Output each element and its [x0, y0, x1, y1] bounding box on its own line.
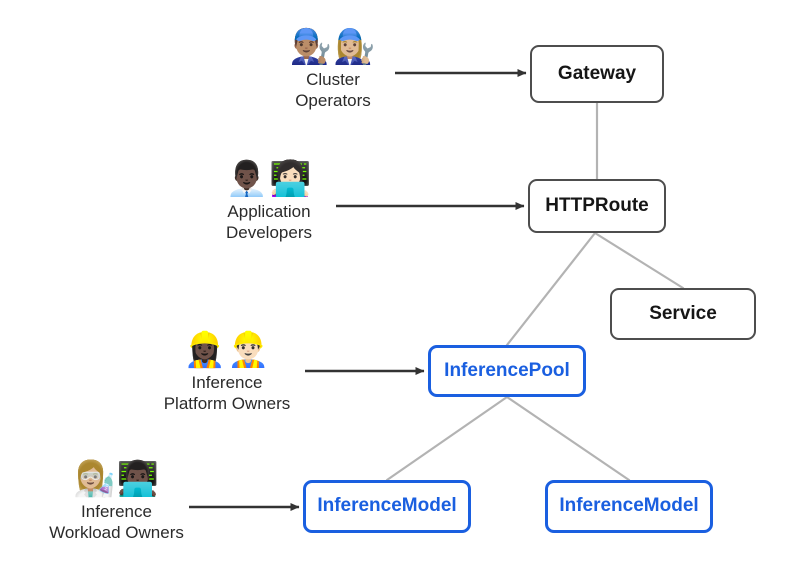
persona-label-line-1: Inference	[81, 501, 152, 521]
node-service-label: Service	[649, 302, 717, 324]
node-inferencemodel-right[interactable]: InferenceModel	[545, 480, 713, 533]
connector-inferencepool-inferencemodel-2	[505, 395, 631, 482]
persona-label-line-2: Operators	[295, 91, 371, 111]
node-httproute-label: HTTPRoute	[545, 194, 649, 216]
node-inferencemodel-right-label: InferenceModel	[559, 495, 699, 517]
scientist-technologist-pair-icon: 👩🏼‍🔬👨🏿‍💻	[73, 460, 160, 498]
persona-cluster-operators: 👨🏽‍🔧👩🏼‍🔧 Cluster Operators	[268, 28, 398, 113]
persona-label-line-1: Cluster	[306, 69, 360, 89]
persona-inference-workload-owners-label: Inference Workload Owners	[49, 501, 184, 545]
node-service[interactable]: Service	[610, 288, 756, 340]
persona-cluster-operators-label: Cluster Operators	[295, 69, 371, 113]
node-gateway[interactable]: Gateway	[530, 45, 664, 103]
node-inferencepool-label: InferencePool	[444, 359, 570, 381]
persona-label-line-2: Platform Owners	[163, 394, 291, 414]
persona-inference-platform-owners: 👷🏿‍♀️👷🏻‍♂️ Inference Platform Owners	[152, 331, 302, 416]
node-gateway-label: Gateway	[557, 62, 637, 84]
connector-inferencepool-inferencemodel-1	[385, 395, 509, 482]
node-inferencemodel-left[interactable]: InferenceModel	[303, 480, 471, 533]
persona-application-developers: 👨🏿‍💼👩🏻‍💻 Application Developers	[200, 160, 338, 245]
persona-label-line-1: Application	[227, 201, 311, 221]
node-httproute[interactable]: HTTPRoute	[528, 179, 666, 233]
connector-httproute-service	[593, 231, 685, 290]
persona-inference-platform-owners-label: Inference Platform Owners	[164, 372, 291, 416]
persona-inference-workload-owners: 👩🏼‍🔬👨🏿‍💻 Inference Workload Owners	[34, 460, 199, 545]
persona-application-developers-label: Application Developers	[226, 201, 312, 245]
mechanic-pair-icon: 👨🏽‍🔧👩🏼‍🔧	[289, 28, 377, 66]
node-inferencemodel-left-label: InferenceModel	[317, 495, 457, 517]
construction-worker-pair-icon: 👷🏿‍♀️👷🏻‍♂️	[183, 331, 271, 369]
persona-label-line-1: Inference	[191, 372, 263, 392]
node-inferencepool[interactable]: InferencePool	[428, 345, 586, 397]
connector-httproute-inferencepool	[505, 231, 597, 347]
persona-label-line-2: Workload Owners	[49, 523, 184, 543]
persona-label-line-2: Developers	[226, 223, 312, 243]
office-worker-technologist-pair-icon: 👨🏿‍💼👩🏻‍💻	[225, 160, 313, 198]
